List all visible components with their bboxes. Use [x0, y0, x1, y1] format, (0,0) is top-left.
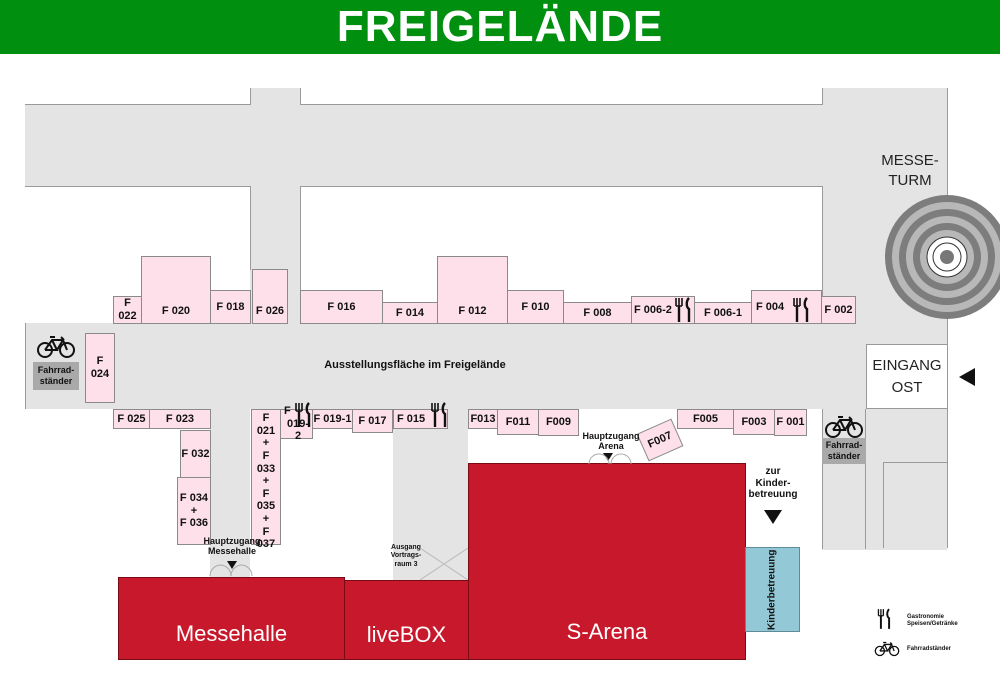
- stand-f002: F 002: [821, 296, 856, 324]
- hall-s-arena: S-Arena: [468, 463, 746, 660]
- entrance-arena-label: Hauptzugang Arena: [582, 431, 640, 452]
- outline: [300, 186, 822, 187]
- stand-f014: F 014: [382, 302, 438, 324]
- entrance-arrow-icon: [603, 453, 613, 461]
- stand-f034-f036: F 034 + F 036: [177, 477, 211, 545]
- kinderbetreuung-arrow-icon: [764, 510, 782, 524]
- stand-f003: F003: [733, 409, 775, 435]
- messehalle-path: [210, 408, 250, 578]
- entrance-arrow-icon: [227, 561, 237, 569]
- gastronomy-icon: [791, 297, 813, 328]
- bicycle-icon: [824, 414, 864, 445]
- outline: [883, 462, 947, 463]
- hall-livebox: liveBOX: [344, 580, 469, 660]
- kinderbetreuung-hint: zur Kinder- betreuung: [748, 466, 798, 500]
- entrance-arrow-icon: [959, 368, 975, 386]
- stand-f020: F 020: [141, 256, 211, 324]
- entrance-messehalle-label: Hauptzugang Messehalle: [203, 536, 261, 557]
- stand-f004: F 004: [751, 290, 822, 324]
- messeturm-tower: [873, 193, 1000, 323]
- tower-rings-icon: [885, 195, 1000, 319]
- legend-gastronomy-label: Gastronomie Speisen/Getränke: [907, 614, 958, 628]
- stand-f012: F 012: [437, 256, 508, 324]
- stand-f026: F 026: [252, 269, 288, 324]
- gastronomy-icon: [293, 402, 315, 433]
- stand-f011: F011: [497, 409, 539, 435]
- door-icon: [208, 563, 254, 577]
- exhibition-area: [25, 323, 865, 409]
- outline: [822, 186, 823, 296]
- gastronomy-icon: [429, 402, 451, 433]
- outline: [250, 88, 251, 105]
- stand-f001: F 001: [774, 409, 807, 436]
- outline: [300, 88, 301, 105]
- stand-f008: F 008: [563, 302, 632, 324]
- stand-f010: F 010: [507, 290, 564, 324]
- exit-vortragsraum-label: Ausgang Vortrags- raum 3: [390, 544, 422, 568]
- messeturm-label: MESSE- TURM: [881, 152, 939, 189]
- outline: [25, 104, 250, 105]
- legend-bicycle-icon: [874, 640, 900, 663]
- page-title: FREIGELÄNDE: [336, 2, 664, 51]
- stand-f025: F 025: [113, 409, 150, 429]
- hall-messehalle: Messehalle: [118, 577, 345, 660]
- outline: [883, 462, 884, 548]
- exhibition-area-label: Ausstellungsfläche im Freigelände: [324, 359, 506, 371]
- bike-rack-label: Fahrrad- ständer: [822, 438, 866, 464]
- outline: [300, 186, 301, 291]
- livebox-path: [393, 408, 468, 580]
- outline: [300, 104, 822, 105]
- legend-gastronomy-icon: [876, 607, 894, 636]
- stand-f024: F 024: [85, 333, 115, 403]
- north-road: [25, 105, 847, 187]
- outline: [822, 88, 823, 105]
- stand-f006-1: F 006-1: [694, 302, 752, 324]
- bicycle-icon: [36, 334, 76, 365]
- stand-f032: F 032: [180, 430, 211, 478]
- stand-f023: F 023: [149, 409, 211, 429]
- door-icon: [587, 452, 633, 465]
- eingang-ost: EINGANG OST: [866, 344, 948, 409]
- kinderbetreuung-area: Kinderbetreuung: [745, 547, 800, 632]
- stand-f019-1: F 019-1: [312, 409, 353, 429]
- stand-f009: F009: [538, 409, 579, 436]
- stand-f021-f037: F 021 + F 033 + F 035 + F 037: [251, 409, 281, 550]
- outline: [865, 409, 866, 549]
- title-banner: FREIGELÄNDE: [0, 0, 1000, 54]
- door-icon: [419, 547, 469, 581]
- outline: [25, 323, 26, 409]
- stand-f018: F 018: [210, 290, 251, 324]
- bike-rack-label: Fahrrad- ständer: [33, 362, 79, 390]
- legend-bicycle-label: Fahrradständer: [907, 646, 952, 652]
- outline: [250, 186, 251, 270]
- stand-f022: F 022: [113, 296, 142, 324]
- stand-f005: F005: [677, 409, 734, 429]
- outline: [25, 186, 250, 187]
- stand-f016: F 016: [300, 290, 383, 324]
- stand-f013: F013: [468, 409, 498, 429]
- north-road-branch-west: [250, 88, 300, 118]
- stand-f017: F 017: [352, 409, 393, 433]
- gastronomy-icon: [673, 297, 695, 328]
- outline: [822, 409, 823, 549]
